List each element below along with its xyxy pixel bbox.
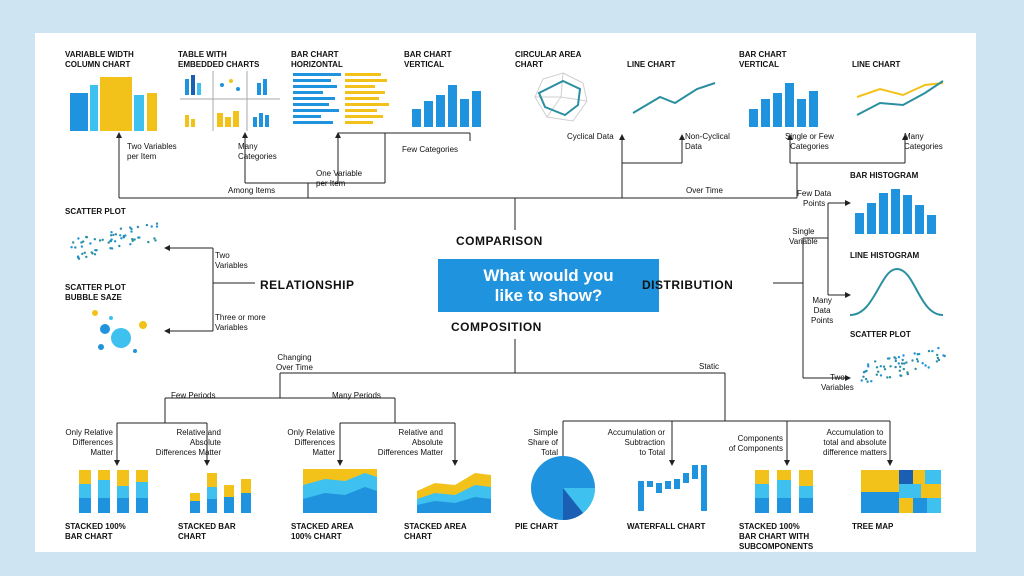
waterfall-icon xyxy=(638,465,707,511)
title-circular-area: CIRCULAR AREA CHART xyxy=(515,50,582,69)
note-three-more: Three or more Variables xyxy=(215,313,266,332)
bar-vertical-2-icon xyxy=(749,83,818,127)
title-line-chart-2: LINE CHART xyxy=(852,60,901,69)
note-changing: Changing Over Time xyxy=(276,353,313,372)
title-table-embedded: TABLE WITH EMBEDDED CHARTS xyxy=(178,50,260,69)
stacked-area-100-icon xyxy=(303,469,377,513)
chart-icons xyxy=(70,71,944,520)
title-stacked-100-bar: STACKED 100% BAR CHART xyxy=(65,522,126,541)
variable-width-column-icon xyxy=(70,77,157,131)
note-single-variable: Single Variable xyxy=(789,227,818,246)
title-pie-chart: PIE CHART xyxy=(515,522,559,531)
diagram-canvas: What would you like to show? COMPARISON … xyxy=(35,33,976,552)
note-accumulation: Accumulation or Subtraction to Total xyxy=(607,428,665,457)
note-few-points: Few Data Points xyxy=(797,189,832,208)
note-many-categories-2: Many Categories xyxy=(904,132,943,151)
bar-vertical-1-icon xyxy=(412,85,481,127)
note-two-variables-rel: Two Variables xyxy=(215,251,248,270)
note-two-variables: Two Variables per Item xyxy=(127,142,177,161)
connector-lines xyxy=(114,132,908,466)
note-among-items: Among Items xyxy=(228,186,276,195)
note-non-cyclical: Non-Cyclical Data xyxy=(685,132,730,151)
title-line-chart-1: LINE CHART xyxy=(627,60,676,69)
note-cyclical: Cyclical Data xyxy=(567,132,614,141)
title-stacked-100-sub: STACKED 100% BAR CHART WITH SUBCOMPONENT… xyxy=(739,522,814,551)
stacked-bar-icon xyxy=(190,473,251,513)
note-over-time: Over Time xyxy=(686,186,723,195)
table-embedded-icon xyxy=(180,71,280,131)
tree-map-icon xyxy=(861,470,941,513)
bar-horizontal-icon xyxy=(293,73,389,124)
stacked-100-sub-icon xyxy=(755,470,813,513)
circular-area-icon xyxy=(534,72,588,122)
note-rel-abs-2: Relative and Absolute Differences Matter xyxy=(377,428,443,457)
category-relationship: RELATIONSHIP xyxy=(260,278,355,292)
note-two-variables-dist: Two Variables xyxy=(821,373,854,392)
note-one-variable: One Variable per Item xyxy=(316,169,363,188)
note-only-relative-2: Only Relative Differences Matter xyxy=(287,428,335,457)
title-scatter-bubble: SCATTER PLOT BUBBLE SAZE xyxy=(65,283,126,302)
scatter-plot-dist-icon xyxy=(860,346,946,383)
line-chart-1-icon xyxy=(632,82,716,114)
scatter-plot-rel-icon xyxy=(70,222,159,260)
title-scatter-dist: SCATTER PLOT xyxy=(850,330,911,339)
title-bar-vertical-1: BAR CHART VERTICAL xyxy=(404,50,452,69)
note-accum-total: Accumulation to total and absolute diffe… xyxy=(823,428,887,457)
bar-histogram-icon xyxy=(855,189,936,234)
title-bar-vertical-2: BAR CHART VERTICAL xyxy=(739,50,787,69)
note-components: Components of Components xyxy=(728,434,783,453)
title-stacked-area-100: STACKED AREA 100% CHART xyxy=(291,522,354,541)
note-rel-abs-1: Relative and Absolute Differences Matter xyxy=(155,428,221,457)
scatter-icons xyxy=(70,222,946,383)
stacked-area-icon xyxy=(417,473,491,513)
note-few-periods: Few Periods xyxy=(171,391,216,400)
pie-chart-icon xyxy=(531,456,595,520)
note-static: Static xyxy=(699,362,720,371)
title-scatter-plot: SCATTER PLOT xyxy=(65,207,126,216)
center-question: What would you like to show? xyxy=(438,259,659,312)
category-comparison: COMPARISON xyxy=(456,234,543,248)
stacked-100-bar-icon xyxy=(79,470,148,513)
note-many-periods: Many Periods xyxy=(332,391,381,400)
line-histogram-icon xyxy=(849,267,944,316)
title-stacked-bar: STACKED BAR CHART xyxy=(178,522,236,541)
title-bar-horizontal: BAR CHART HORIZONTAL xyxy=(291,50,343,69)
note-only-relative-1: Only Relative Differences Matter xyxy=(65,428,113,457)
note-single-few: Single or Few Categories xyxy=(785,132,834,151)
title-tree-map: TREE MAP xyxy=(852,522,894,531)
note-many-categories: Many Categories xyxy=(238,142,277,161)
line-chart-2-icon xyxy=(856,80,944,116)
note-simple-share: Simple Share of Total xyxy=(527,428,558,457)
note-many-points: Many Data Points xyxy=(811,296,834,325)
bubble-chart-icon xyxy=(92,310,147,353)
title-variable-width-column: VARIABLE WIDTH COLUMN CHART xyxy=(65,50,134,69)
title-bar-histogram: BAR HISTOGRAM xyxy=(850,171,919,180)
category-composition: COMPOSITION xyxy=(451,320,542,334)
title-line-histogram: LINE HISTOGRAM xyxy=(850,251,920,260)
title-waterfall: WATERFALL CHART xyxy=(627,522,706,531)
note-few-categories: Few Categories xyxy=(402,145,459,154)
category-distribution: DISTRIBUTION xyxy=(642,278,734,292)
title-stacked-area: STACKED AREA CHART xyxy=(404,522,467,541)
